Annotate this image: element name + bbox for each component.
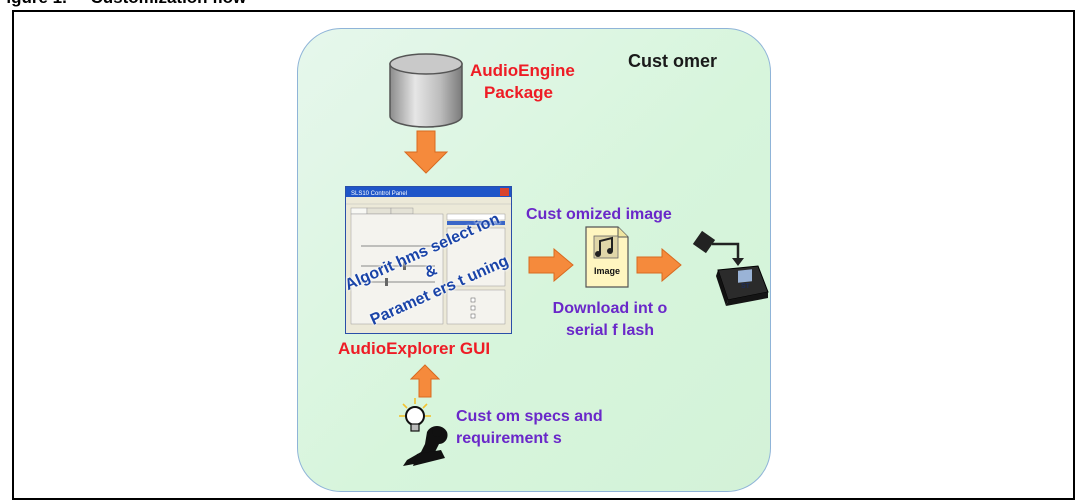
customized-image-label: Cust omized image	[526, 206, 672, 223]
database-icon	[389, 53, 463, 128]
arrow-right-icon	[528, 248, 574, 282]
download-label: Download int o serial f lash	[540, 298, 680, 342]
svg-text:SLS10 Control Panel: SLS10 Control Panel	[351, 191, 407, 197]
package-label-line1: AudioEngine	[470, 61, 575, 80]
image-file-icon: Image	[585, 226, 629, 288]
person-idea-icon	[399, 398, 448, 466]
gui-window-screenshot: SLS10 Control Panel	[345, 186, 512, 334]
device-chip-icon: ST	[692, 230, 769, 306]
image-icon-text: Image	[594, 266, 620, 276]
specs-label-line2: requirement s	[456, 430, 562, 447]
package-label-line2: Package	[484, 83, 553, 102]
svg-text:ST: ST	[741, 283, 751, 290]
specs-label-line1: Cust om specs and	[456, 408, 603, 425]
customer-label: Cust omer	[628, 51, 718, 71]
figure-caption: Figure 1. Customization flow	[0, 0, 246, 8]
gui-label: AudioExplorer GUI	[338, 339, 491, 358]
arrow-up-icon	[410, 364, 440, 398]
download-label-line1: Download int o	[552, 300, 668, 317]
arrow-right-icon-2	[636, 248, 682, 282]
arrow-down-icon	[403, 130, 449, 174]
download-label-line2: serial f lash	[565, 322, 655, 339]
specs-label: Cust om specs and requirement s	[456, 406, 603, 450]
package-label: AudioEngine Package	[470, 60, 575, 104]
